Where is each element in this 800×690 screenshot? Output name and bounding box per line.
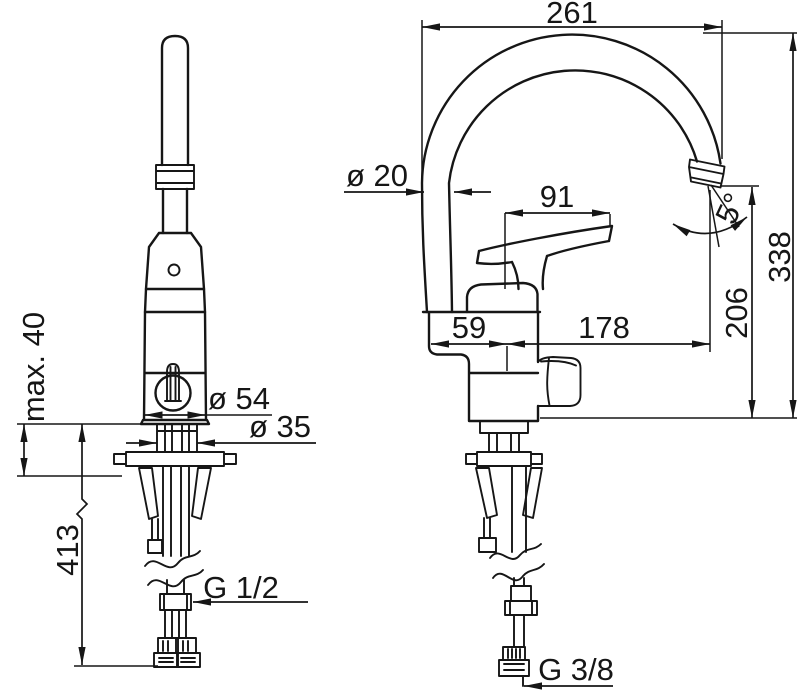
hose-stubs-front — [166, 579, 185, 595]
screw-hole — [167, 263, 181, 277]
hose-connector-side — [498, 646, 530, 687]
cone-washer-side — [475, 467, 543, 519]
supply-hoses-upper — [162, 465, 190, 557]
body-shoulder-front — [144, 231, 206, 291]
spout-arc-side — [420, 33, 722, 314]
aerator-outlet — [688, 158, 726, 189]
angle-5-spray-line — [707, 185, 720, 248]
label-206: 206 — [719, 287, 754, 339]
label-413: 413 — [50, 524, 85, 576]
supply-hoses-lower — [164, 609, 187, 639]
spout-tube-front — [160, 34, 190, 167]
label-max40: max. 40 — [16, 312, 51, 422]
supply-pipe-side-lower — [513, 614, 525, 648]
body-mid-front — [143, 287, 207, 314]
adapter-fitting-side — [504, 577, 538, 616]
cone-washer-front — [138, 467, 212, 520]
label-o20: ø 20 — [346, 158, 408, 193]
dimension-labels: 261 ø 20 91 59 178 ø 54 ø 35 G 1/2 G 3/8… — [16, 0, 797, 687]
label-g12: G 1/2 — [203, 570, 279, 605]
label-g38: G 3/8 — [538, 652, 614, 687]
lever-handle-side — [475, 224, 614, 291]
mounting-shank-side — [479, 420, 529, 453]
label-338: 338 — [762, 231, 797, 283]
label-59: 59 — [452, 310, 486, 345]
front-view — [113, 34, 237, 668]
deck-plate-side — [465, 451, 543, 467]
break-symbol-front — [144, 550, 204, 588]
label-o35: ø 35 — [249, 409, 311, 444]
mounting-stud-side — [478, 517, 497, 553]
cartridge-dome-side — [465, 281, 539, 314]
spout-collar-front — [155, 164, 195, 190]
label-178: 178 — [578, 310, 630, 345]
mounting-stud-front — [147, 518, 163, 554]
lever-pin-front — [164, 363, 182, 402]
hose-connectors-front — [153, 637, 201, 668]
lever-knob-front — [154, 374, 192, 412]
dishwasher-valve-knob — [537, 356, 582, 407]
label-261: 261 — [546, 0, 598, 30]
angle-5-arc-arrow — [672, 216, 748, 237]
dim-line-413 — [75, 424, 89, 665]
deck-plate-front — [113, 451, 237, 467]
spout-lower-tube-front — [161, 187, 189, 235]
dimension-lines — [17, 20, 797, 690]
mounting-shank-front — [156, 423, 198, 453]
g12-nut — [159, 593, 192, 611]
side-view — [420, 33, 726, 687]
body-side — [421, 310, 542, 423]
supply-hose-side-upper — [511, 465, 527, 553]
label-o54: ø 54 — [208, 381, 270, 416]
break-symbol-side — [489, 543, 545, 582]
label-91: 91 — [540, 179, 574, 214]
